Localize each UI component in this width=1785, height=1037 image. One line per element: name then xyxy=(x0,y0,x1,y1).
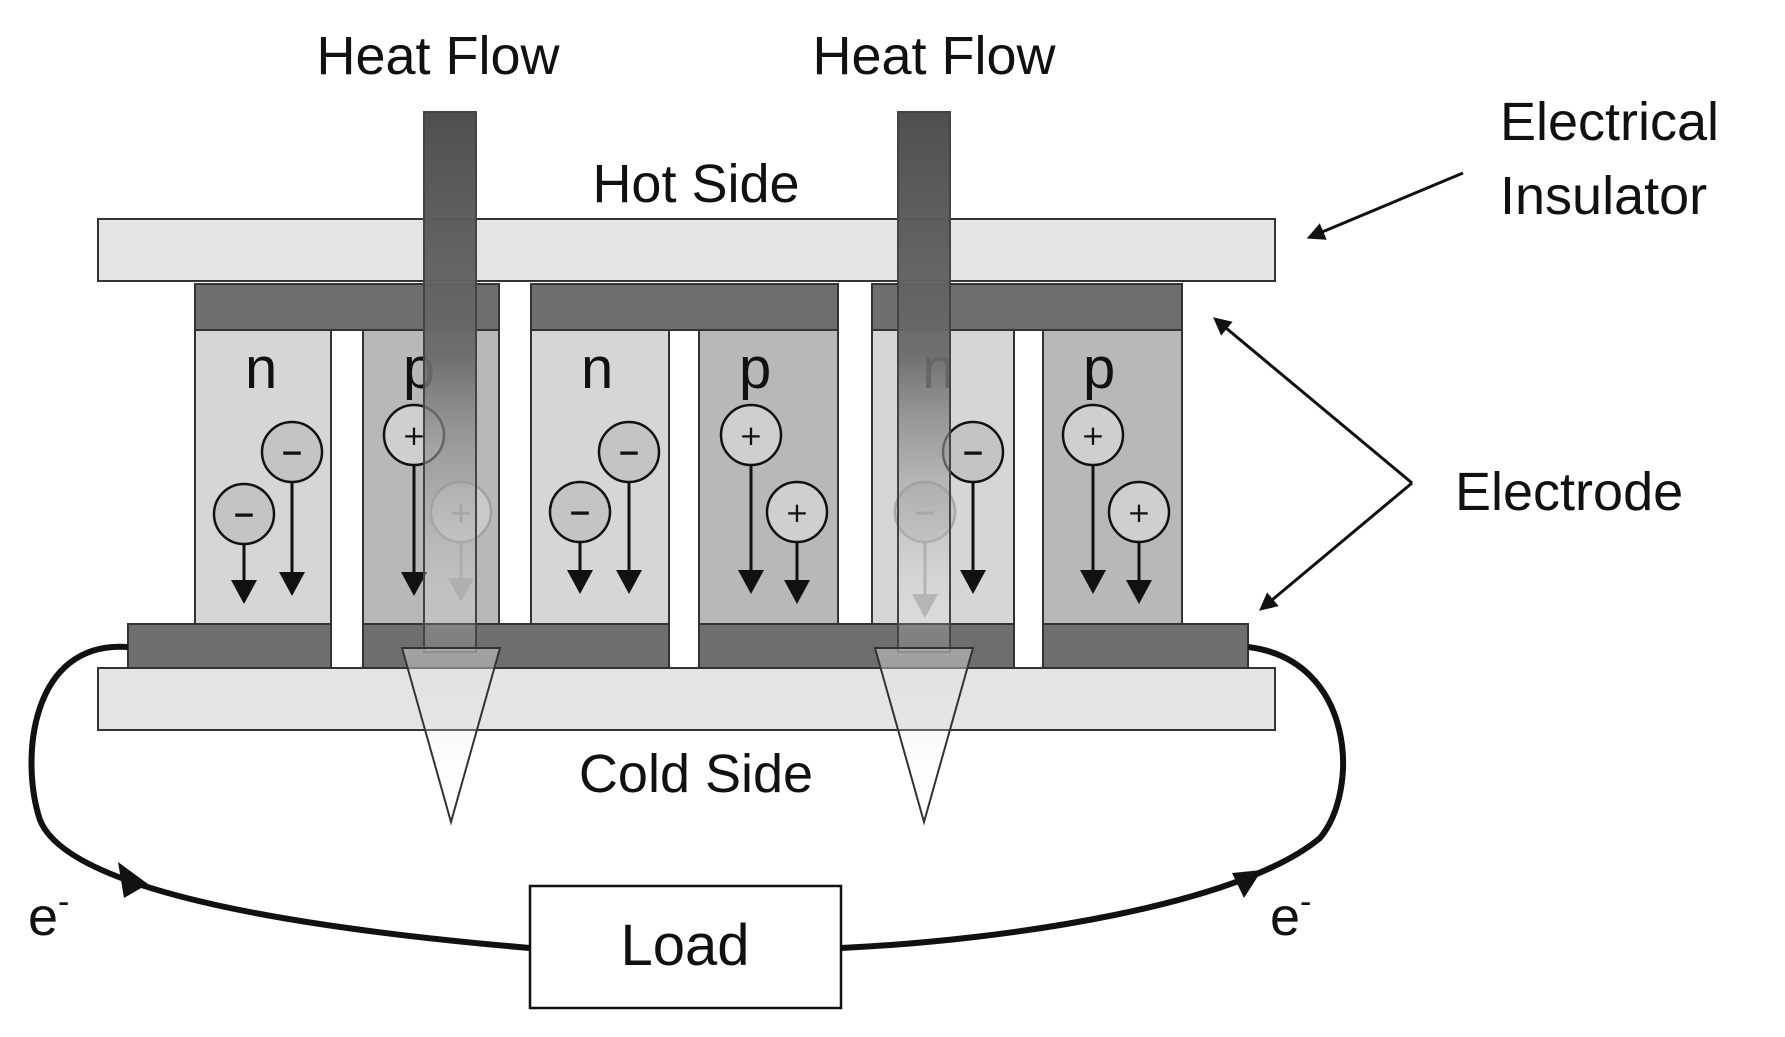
heat-flow-label-2: Heat Flow xyxy=(812,26,1056,86)
cold-side-insulator xyxy=(97,667,1276,731)
insulator-label-line2: Insulator xyxy=(1500,166,1707,226)
carrier-11-hole: + xyxy=(1061,403,1125,594)
svg-text:+: + xyxy=(402,419,425,452)
svg-text:−: − xyxy=(280,436,303,469)
svg-text:+: + xyxy=(1127,496,1150,529)
heat-flow-label-1: Heat Flow xyxy=(316,26,560,86)
carrier-10-electron: − xyxy=(941,420,1005,594)
svg-text:+: + xyxy=(1081,419,1104,452)
svg-text:−: − xyxy=(568,496,591,529)
leg-6-p-type xyxy=(1042,329,1183,625)
leg-4-type-label: p xyxy=(739,336,771,401)
carrier-7-hole: + xyxy=(719,403,783,594)
carrier-6-electron: − xyxy=(597,420,661,594)
heat-flow-arrow-1 xyxy=(400,111,502,826)
top-electrode-2 xyxy=(530,283,839,331)
svg-text:+: + xyxy=(739,419,762,452)
bottom-electrode-2 xyxy=(362,623,670,669)
circuit-wire-left xyxy=(28,643,531,951)
carrier-5-electron: − xyxy=(548,480,612,594)
insulator-label-line1: Electrical xyxy=(1500,92,1719,152)
circuit-wire-right xyxy=(840,644,1346,951)
cold-side-label: Cold Side xyxy=(579,744,813,804)
svg-text:−: − xyxy=(617,436,640,469)
electrode-pointer-arrows xyxy=(1213,317,1413,611)
svg-text:−: − xyxy=(232,498,255,531)
electron-direction-arrow-left xyxy=(118,862,148,898)
svg-text:+: + xyxy=(785,496,808,529)
electron-label-right: e- xyxy=(1270,883,1311,947)
hot-side-label: Hot Side xyxy=(592,154,799,214)
bottom-electrode-4 xyxy=(1042,623,1249,669)
carrier-8-hole: + xyxy=(765,480,829,604)
electron-direction-arrow-right xyxy=(1232,870,1262,898)
load-label: Load xyxy=(620,913,749,978)
leg-6-type-label: p xyxy=(1083,336,1115,401)
bottom-electrode-1 xyxy=(127,623,332,669)
leg-3-type-label: n xyxy=(581,336,613,401)
svg-text:−: − xyxy=(961,436,984,469)
leg-1-type-label: n xyxy=(245,336,277,401)
carrier-1-electron: − xyxy=(212,482,276,604)
electron-label-left: e- xyxy=(28,883,69,947)
electrode-label: Electrode xyxy=(1455,462,1683,522)
hot-side-insulator xyxy=(97,218,1276,282)
heat-flow-arrow-2 xyxy=(873,111,975,826)
carrier-2-electron: − xyxy=(260,420,324,596)
carrier-12-hole: + xyxy=(1107,480,1171,604)
insulator-pointer-arrow xyxy=(1306,171,1464,240)
load-box xyxy=(528,884,843,1010)
